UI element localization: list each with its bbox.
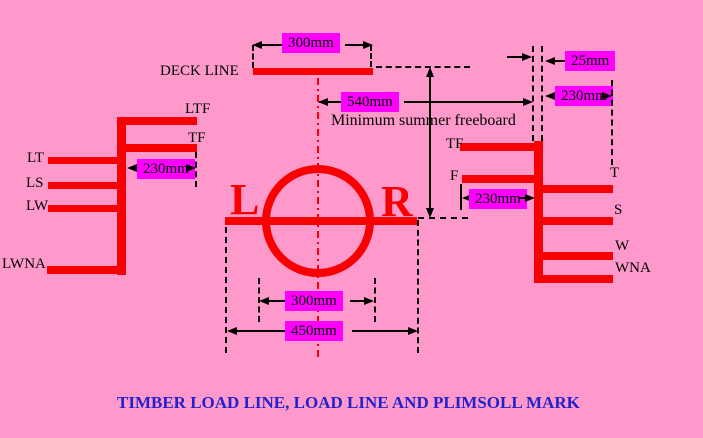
dim-f-line-length: 230mm <box>469 189 527 209</box>
timber-ltf-line <box>126 117 197 125</box>
label-t: T <box>610 165 620 181</box>
dimension-line <box>519 197 526 199</box>
extension-line <box>532 46 534 141</box>
timber-lt-line <box>48 157 117 164</box>
extension-line <box>195 152 197 187</box>
label-lwna: LWNA <box>2 256 46 272</box>
arrowhead-left-icon <box>545 57 555 65</box>
extension-line <box>376 66 470 68</box>
load-f-line <box>462 175 534 183</box>
dimension-line <box>319 101 341 103</box>
extension-line <box>417 220 419 353</box>
dim-timber-tf-length: 230mm <box>137 159 195 179</box>
timber-lwna-line <box>47 266 117 274</box>
dimension-line <box>350 300 365 302</box>
dimension-line <box>237 330 285 332</box>
load-s-line <box>543 217 613 225</box>
load-comb-vertical-bar <box>534 141 543 283</box>
dim-ring-diameter: 300mm <box>285 291 343 311</box>
arrowhead-down-icon <box>426 208 434 218</box>
timber-ls-line <box>48 182 117 189</box>
dimension-line <box>404 101 524 103</box>
label-ls: LS <box>26 175 44 191</box>
load-w-line <box>543 252 613 260</box>
dim-center-to-vertical: 540mm <box>341 92 399 112</box>
plimsoll-horizontal-line <box>225 217 417 225</box>
arrowhead-left-icon <box>227 327 237 335</box>
arrowhead-right-icon <box>186 164 196 172</box>
dim-deck-line-length: 300mm <box>282 33 340 53</box>
arrowhead-left-icon <box>318 98 328 106</box>
label-timber-tf: TF <box>188 130 206 146</box>
arrowhead-right-icon <box>525 194 535 202</box>
label-wna: WNA <box>615 260 651 276</box>
extension-line <box>611 80 613 165</box>
dim-horizontal-line-length: 450mm <box>285 321 343 341</box>
letter-l: L <box>230 175 260 224</box>
timber-lw-line <box>48 205 117 212</box>
arrowhead-right-icon <box>523 98 533 106</box>
extension-line <box>374 278 376 322</box>
arrowhead-left-icon <box>545 92 555 100</box>
dimension-line <box>352 330 409 332</box>
letter-r: R <box>381 177 413 226</box>
dimension-line <box>269 300 285 302</box>
load-tf-line <box>460 143 534 151</box>
dimension-line <box>345 44 367 46</box>
load-t-line <box>543 185 613 193</box>
label-load-tf: TF <box>446 136 464 152</box>
label-lt: LT <box>27 150 44 166</box>
arrowhead-left-icon <box>252 41 262 49</box>
arrowhead-right-icon <box>522 53 532 61</box>
dimension-line <box>507 56 523 58</box>
deck-line-bar <box>253 68 373 75</box>
diagram-title: TIMBER LOAD LINE, LOAD LINE AND PLIMSOLL… <box>117 393 580 412</box>
deck-line-label: DECK LINE <box>160 63 239 79</box>
extension-line <box>370 45 372 67</box>
extension-line <box>541 46 543 141</box>
arrowhead-right-icon <box>363 41 373 49</box>
dimension-line <box>554 60 566 62</box>
dim-bar-thickness: 25mm <box>565 51 616 71</box>
label-w: W <box>615 238 630 254</box>
load-wna-line <box>543 275 613 283</box>
label-ltf: LTF <box>185 101 211 117</box>
extension-line <box>418 217 468 219</box>
extension-line <box>225 227 227 353</box>
arrowhead-right-icon <box>408 327 418 335</box>
timber-comb-vertical-bar <box>117 117 126 275</box>
freeboard-arrow-shaft <box>429 75 431 211</box>
freeboard-note: Minimum summer freeboard <box>331 112 516 129</box>
dimension-line <box>256 44 282 46</box>
extension-line <box>252 45 254 68</box>
arrowhead-left-icon <box>259 297 269 305</box>
arrowhead-left-icon <box>127 164 137 172</box>
label-lw: LW <box>26 198 49 214</box>
label-f: F <box>450 168 459 184</box>
arrowhead-right-icon <box>364 297 374 305</box>
timber-tf-line <box>126 144 197 152</box>
arrowhead-up-icon <box>426 67 434 77</box>
label-s: S <box>614 202 623 218</box>
dimension-tick <box>460 184 462 210</box>
arrowhead-right-icon <box>602 92 612 100</box>
arrowhead-left-icon <box>462 194 472 202</box>
dim-t-line-length: 230mm <box>555 86 613 106</box>
